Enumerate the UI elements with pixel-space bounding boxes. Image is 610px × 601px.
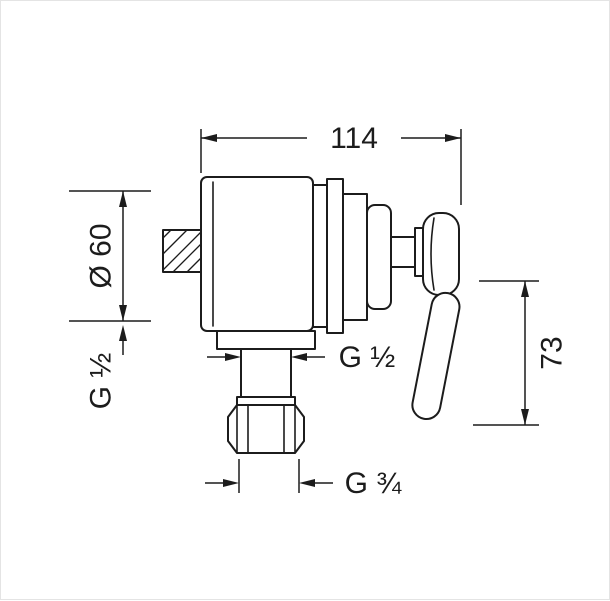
handle-spindle bbox=[390, 236, 416, 268]
outlet-pipe bbox=[240, 348, 292, 398]
dimension-lines bbox=[69, 129, 539, 493]
arrow-right-icon bbox=[445, 134, 461, 142]
escutcheon-ring-2 bbox=[342, 193, 368, 321]
escutcheon-disc bbox=[326, 178, 344, 334]
dim-label-width-top: 114 bbox=[330, 122, 378, 155]
handle-washer bbox=[414, 227, 424, 277]
thread-hatching bbox=[162, 229, 202, 273]
dim-label-thread-bottom: G ¾ bbox=[345, 467, 403, 500]
escutcheon-stack bbox=[312, 178, 392, 334]
union-nut-collar bbox=[236, 396, 296, 406]
arrow-down-icon bbox=[119, 305, 127, 321]
dimension-arrowheads bbox=[119, 134, 529, 487]
dim-width-top bbox=[200, 129, 462, 205]
arrow-up-icon bbox=[119, 191, 127, 207]
dim-label-thread-left: G ½ bbox=[85, 353, 118, 410]
outlet-step bbox=[216, 330, 316, 350]
arrow-right-icon bbox=[225, 353, 241, 361]
arrow-down-icon bbox=[521, 409, 529, 425]
arrow-left-icon bbox=[299, 479, 315, 487]
arrow-left-icon bbox=[291, 353, 307, 361]
dim-height-right bbox=[473, 280, 539, 426]
union-nut bbox=[227, 404, 305, 454]
lever-handle bbox=[411, 291, 461, 421]
part-outlines bbox=[162, 176, 461, 454]
dim-label-diameter-left: Ø 60 bbox=[85, 223, 118, 288]
dim-thread-bottom bbox=[205, 459, 333, 493]
dim-label-height-right: 73 bbox=[536, 336, 569, 369]
arrow-right-icon bbox=[223, 479, 239, 487]
handle-knob-contour bbox=[430, 217, 435, 291]
union-nut-facets bbox=[236, 404, 296, 454]
escutcheon-ring-1 bbox=[312, 184, 328, 328]
thread-stub-left bbox=[162, 229, 202, 273]
dim-diameter-left bbox=[69, 190, 151, 322]
valve-body bbox=[200, 176, 314, 332]
arrow-up-icon bbox=[521, 281, 529, 297]
escutcheon-cap bbox=[366, 204, 392, 310]
arrow-up-icon bbox=[119, 325, 127, 341]
arrow-left-icon bbox=[201, 134, 217, 142]
dim-label-thread-center: G ½ bbox=[339, 341, 396, 374]
handle-knob bbox=[422, 212, 460, 296]
